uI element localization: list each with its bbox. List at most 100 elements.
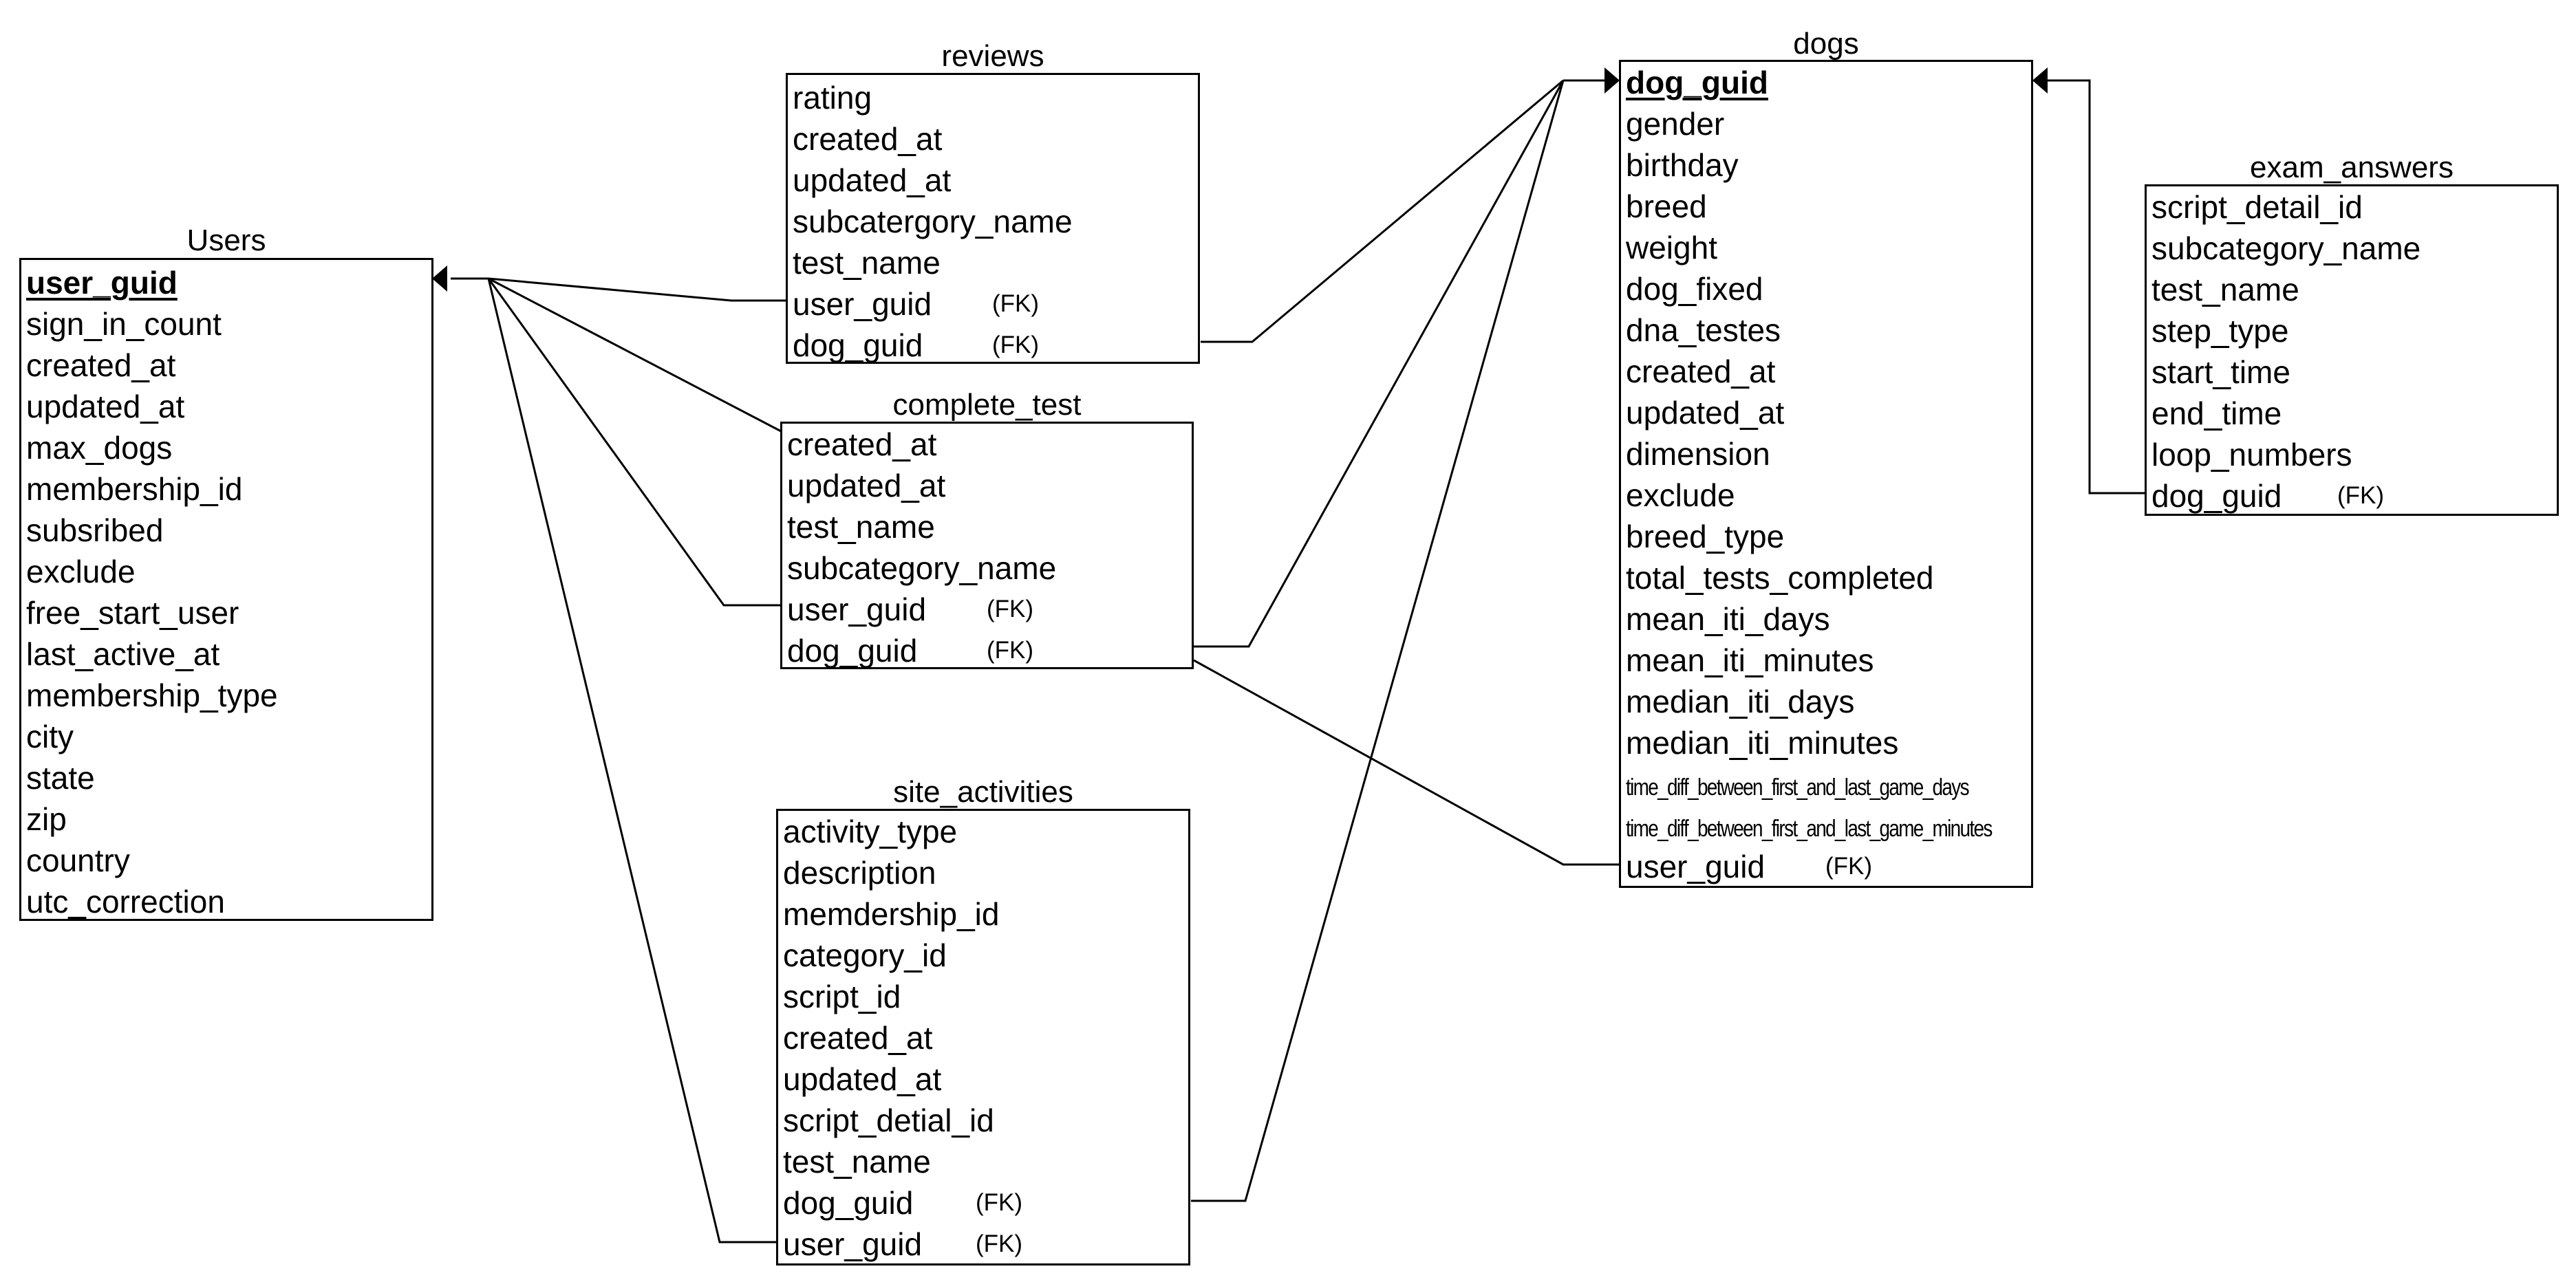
connector-complete-test-user-guid xyxy=(487,278,782,607)
field-exam-answers-start-time: start_time xyxy=(2151,351,2290,393)
field-name: free_start_user xyxy=(26,595,239,631)
connector-site-activities-dog-guid xyxy=(1191,80,1565,1202)
field-dogs-mean-iti-minutes: mean_iti_minutes xyxy=(1626,640,1874,681)
entity-title-reviews: reviews xyxy=(941,39,1044,73)
field-complete-test-user-guid: user_guid(FK) xyxy=(787,589,1033,630)
field-name: breed_type xyxy=(1626,519,1785,554)
connector-dogs-user-guid xyxy=(1193,659,1620,866)
field-name: sign_in_count xyxy=(26,306,222,342)
field-name: description xyxy=(783,855,936,891)
field-exam-answers-dog-guid: dog_guid (FK) xyxy=(2151,475,2384,517)
field-name: exclude xyxy=(1626,477,1735,513)
field-name: step_type xyxy=(2151,313,2289,349)
field-name: user_guid xyxy=(1626,849,1765,884)
field-dogs-created-at: created_at xyxy=(1626,351,1775,392)
field-dogs-gender: gender xyxy=(1626,103,1724,144)
field-name: mean_iti_minutes xyxy=(1626,642,1874,678)
field-name: dog_guid xyxy=(783,1185,914,1221)
field-dogs-birthday: birthday xyxy=(1626,144,1739,186)
field-site-activities-created-at: created_at xyxy=(783,1017,932,1058)
field-users-zip: zip xyxy=(26,798,67,840)
field-name: dog_guid xyxy=(787,633,918,669)
entity-title-users: Users xyxy=(186,224,266,257)
field-exam-answers-test-name: test_name xyxy=(2151,269,2299,310)
foreign-key-marker: (FK) xyxy=(2337,482,2385,509)
field-users-subsribed: subsribed xyxy=(26,510,163,551)
field-users-membership-id: membership_id xyxy=(26,468,242,510)
field-users-updated-at: updated_at xyxy=(26,386,184,427)
field-name: test_name xyxy=(2151,272,2299,307)
field-reviews-updated-at: updated_at xyxy=(793,160,951,201)
field-name: test_name xyxy=(783,1144,931,1180)
field-exam-answers-loop-numbers: loop_numbers xyxy=(2151,434,2352,475)
field-site-activities-script-detial-id: script_detial_id xyxy=(783,1100,994,1141)
field-site-activities-test-name: test_name xyxy=(783,1141,931,1182)
field-name: created_at xyxy=(783,1020,933,1056)
field-name: rating xyxy=(793,80,872,116)
dogs-right-arrowhead-icon xyxy=(2032,67,2048,94)
field-reviews-subcatergory-name: subcatergory_name xyxy=(793,201,1073,242)
field-name: max_dogs xyxy=(26,430,173,466)
field-exam-answers-end-time: end_time xyxy=(2151,393,2282,434)
foreign-key-marker: (FK) xyxy=(976,1230,1023,1257)
field-site-activities-updated-at: updated_at xyxy=(783,1058,941,1100)
field-dogs-user-guid: user_guid(FK) xyxy=(1626,846,1872,887)
entity-title-complete-test: complete_test xyxy=(892,388,1082,422)
field-dogs-dog-fixed: dog_fixed xyxy=(1626,268,1763,309)
field-users-free-start-user: free_start_user xyxy=(26,592,239,633)
field-reviews-dog-guid: dog_guid(FK) xyxy=(793,325,1039,366)
field-site-activities-activity-type: activity_type xyxy=(783,811,957,852)
foreign-key-marker: (FK) xyxy=(992,290,1040,317)
field-name: exclude xyxy=(26,554,136,589)
field-name: test_name xyxy=(787,509,935,545)
field-users-last-active-at: last_active_at xyxy=(26,633,219,675)
field-site-activities-description: description xyxy=(783,852,936,893)
field-name: median_iti_minutes xyxy=(1626,725,1899,761)
field-name: city xyxy=(26,719,74,754)
field-name: script_detial_id xyxy=(783,1102,994,1138)
field-name: user_guid xyxy=(783,1226,923,1262)
field-users-created-at: created_at xyxy=(26,345,175,386)
field-name: created_at xyxy=(787,426,937,462)
field-name: weight xyxy=(1626,230,1717,265)
field-exam-answers-step-type: step_type xyxy=(2151,310,2288,351)
field-site-activities-memdership-id: memdership_id xyxy=(783,893,999,935)
field-users-exclude: exclude xyxy=(26,551,136,592)
primary-key-label: dog_guid xyxy=(1626,65,1768,100)
field-name: script_detail_id xyxy=(2151,189,2363,225)
field-exam-answers-script-detail-id: script_detail_id xyxy=(2151,186,2363,228)
field-name: updated_at xyxy=(783,1061,942,1097)
field-name: updated_at xyxy=(787,468,946,503)
field-name: category_id xyxy=(783,937,947,973)
field-name: breed xyxy=(1626,188,1707,224)
field-name: subsribed xyxy=(26,512,164,548)
field-complete-test-dog-guid: dog_guid(FK) xyxy=(787,630,1033,671)
field-reviews-rating: rating xyxy=(793,77,872,118)
field-dogs-time-diff-between-first-and-last-game-minutes: time_diff_between_first_and_last_game_mi… xyxy=(1626,805,2072,846)
field-users-sign-in-count: sign_in_count xyxy=(26,303,222,345)
field-users-membership-type: membership_type xyxy=(26,675,278,716)
field-site-activities-script-id: script_id xyxy=(783,976,901,1017)
field-name: gender xyxy=(1626,106,1725,142)
field-name: mean_iti_days xyxy=(1626,601,1830,637)
connector-reviews-user-guid xyxy=(488,277,788,302)
field-users-user-guid: user_guid xyxy=(26,262,178,303)
primary-key-label: user_guid xyxy=(26,265,178,301)
field-dogs-median-iti-minutes: median_iti_minutes xyxy=(1626,722,1898,763)
field-name: updated_at xyxy=(1626,395,1785,431)
field-name: last_active_at xyxy=(26,636,220,672)
field-name: dog_guid xyxy=(2151,478,2282,514)
field-users-country: country xyxy=(26,840,130,881)
connector-site-activities-user-guid xyxy=(487,278,778,1243)
field-name: membership_id xyxy=(26,471,243,507)
field-name: birthday xyxy=(1626,147,1739,183)
field-name: memdership_id xyxy=(783,896,1000,932)
field-name: user_guid xyxy=(787,591,927,627)
field-name: created_at xyxy=(26,347,176,383)
foreign-key-marker: (FK) xyxy=(976,1189,1023,1216)
field-name: time_diff_between_first_and_last_game_da… xyxy=(1626,774,1970,801)
